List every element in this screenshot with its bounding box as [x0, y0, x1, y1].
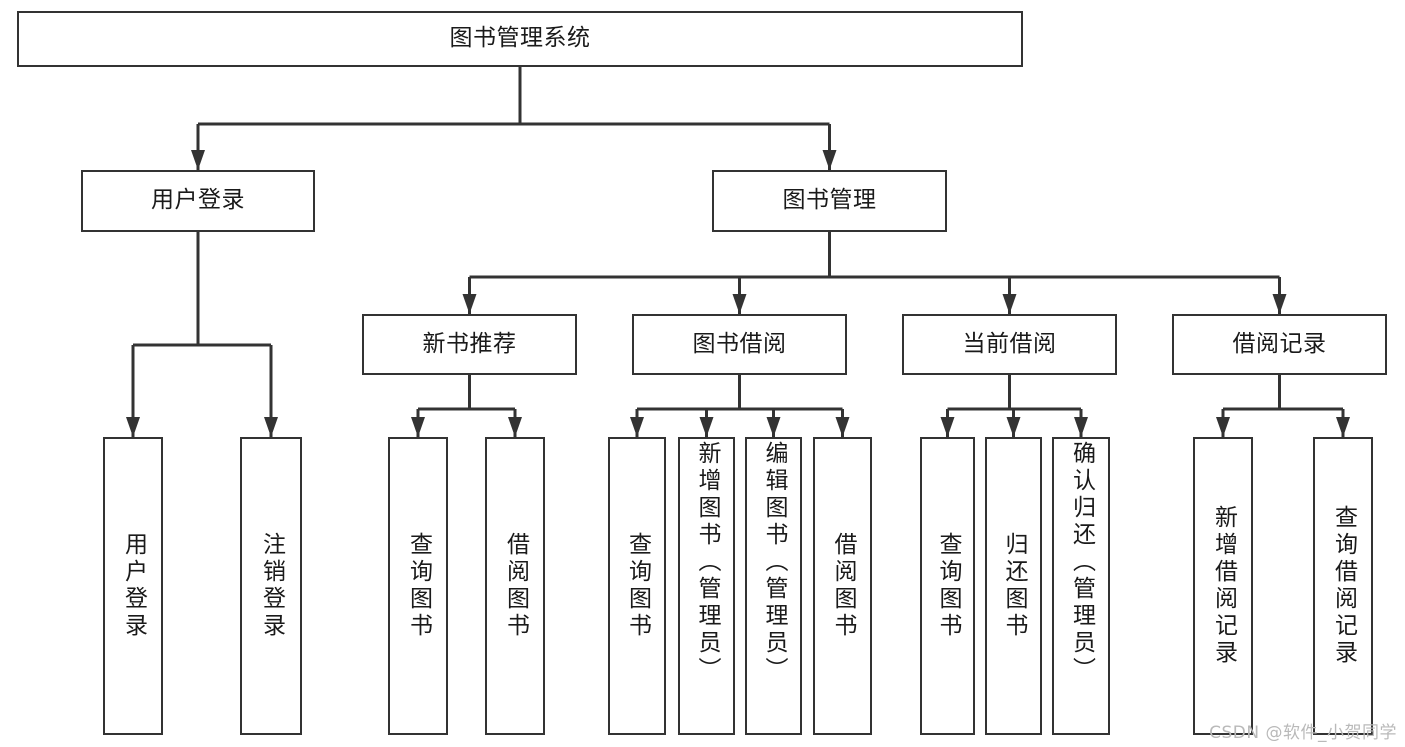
arrowhead-icon	[1272, 294, 1287, 314]
arrowhead-icon	[835, 417, 850, 437]
node-label: 图书借阅	[692, 330, 787, 357]
node-leaf-borrow-3[interactable]: 编辑图书（管理员）	[745, 437, 802, 735]
node-label: 图书管理	[782, 187, 877, 214]
arrowhead-icon	[630, 417, 644, 437]
node-newbook[interactable]: 新书推荐	[362, 314, 577, 375]
node-login[interactable]: 用户登录	[81, 170, 315, 232]
node-bookmgmt[interactable]: 图书管理	[712, 170, 947, 232]
node-leaf-new-1[interactable]: 查询图书	[388, 437, 448, 735]
node-label: 图书管理系统	[449, 25, 591, 52]
arrowhead-icon	[732, 294, 747, 314]
arrowhead-icon	[126, 417, 140, 437]
node-leaf-borrow-2[interactable]: 新增图书（管理员）	[678, 437, 735, 735]
arrowhead-icon	[699, 417, 714, 437]
arrowhead-icon	[264, 417, 278, 437]
node-root[interactable]: 图书管理系统	[17, 11, 1023, 67]
arrowhead-icon	[1216, 417, 1230, 437]
node-leaf-borrow-1[interactable]: 查询图书	[608, 437, 666, 735]
node-leaf-current-1[interactable]: 查询图书	[920, 437, 975, 735]
node-label: 借阅图书	[830, 532, 856, 640]
node-label: 查询图书	[935, 532, 961, 640]
arrowhead-icon	[1002, 294, 1017, 314]
node-leaf-record-1[interactable]: 新增借阅记录	[1193, 437, 1253, 735]
node-label: 注销登录	[258, 532, 285, 640]
arrowhead-icon	[766, 417, 781, 437]
arrowhead-icon	[940, 417, 955, 437]
arrowhead-icon	[411, 417, 425, 437]
node-label: 新书推荐	[422, 330, 517, 357]
node-label: 当前借阅	[962, 330, 1057, 357]
node-label: 查询图书	[624, 532, 651, 640]
arrowhead-icon	[1006, 417, 1021, 437]
node-leaf-current-3[interactable]: 确认归还（管理员）	[1052, 437, 1110, 735]
node-leaf-borrow-4[interactable]: 借阅图书	[813, 437, 872, 735]
node-records[interactable]: 借阅记录	[1172, 314, 1387, 375]
watermark: CSDN @软件_小贺同学	[1209, 723, 1397, 743]
node-leaf-record-2[interactable]: 查询借阅记录	[1313, 437, 1373, 735]
node-leaf-new-2[interactable]: 借阅图书	[485, 437, 545, 735]
node-leaf-login-1[interactable]: 用户登录	[103, 437, 163, 735]
node-label: 编辑图书（管理员）	[761, 441, 787, 684]
arrowhead-icon	[462, 294, 477, 314]
node-label: 用户登录	[151, 187, 245, 214]
node-label: 用户登录	[120, 532, 147, 640]
node-label: 归还图书	[1001, 532, 1027, 640]
node-current[interactable]: 当前借阅	[902, 314, 1117, 375]
node-label: 借阅记录	[1232, 330, 1327, 357]
node-label: 新增借阅记录	[1210, 505, 1237, 667]
node-leaf-login-2[interactable]: 注销登录	[240, 437, 302, 735]
node-borrow[interactable]: 图书借阅	[632, 314, 847, 375]
node-leaf-current-2[interactable]: 归还图书	[985, 437, 1042, 735]
arrowhead-icon	[1074, 417, 1088, 437]
arrowhead-icon	[822, 150, 837, 170]
arrowhead-icon	[508, 417, 522, 437]
node-label: 确认归还（管理员）	[1068, 441, 1095, 684]
node-label: 借阅图书	[502, 532, 529, 640]
node-label: 查询图书	[405, 532, 432, 640]
node-label: 查询借阅记录	[1330, 505, 1357, 667]
arrowhead-icon	[1336, 417, 1350, 437]
node-label: 新增图书（管理员）	[694, 441, 720, 684]
arrowhead-icon	[191, 150, 205, 170]
